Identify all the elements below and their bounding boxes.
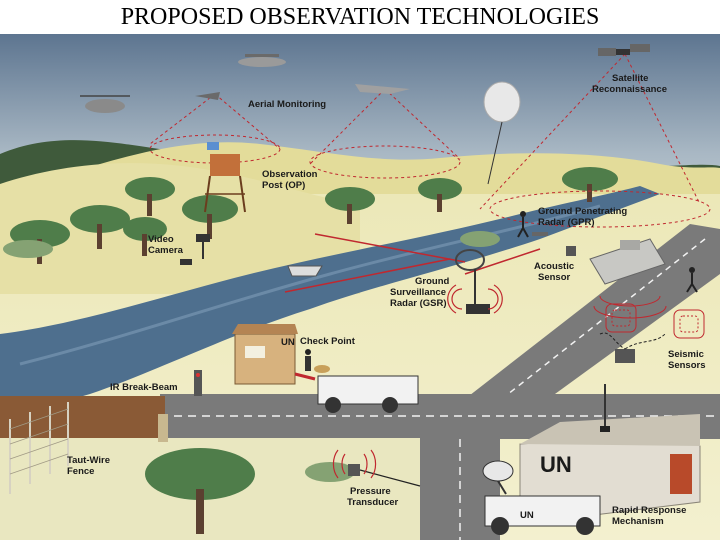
gsr-signal-arcs <box>447 284 503 314</box>
uav-icon <box>195 92 220 100</box>
label-video-camera-1: Video <box>148 234 174 245</box>
label-gsr-2: Surveillance <box>390 287 446 298</box>
diagonal-road-line <box>469 238 706 425</box>
satellite-dish-icon <box>482 460 514 495</box>
label-satellite-1: Satellite <box>612 73 648 84</box>
label-pressure-2: Transducer <box>347 497 399 508</box>
guard-dog-icon <box>314 365 330 373</box>
gpr-operator-icon <box>517 211 548 238</box>
ir-break-beam-icon <box>158 370 202 442</box>
soldier-icon <box>305 349 311 371</box>
un-vehicle-icon <box>484 495 601 535</box>
label-gsr-1: Ground <box>415 276 449 287</box>
boat-icon <box>287 265 323 277</box>
label-gpr-2: Radar (GPR) <box>538 217 594 228</box>
jet-icon <box>355 84 410 94</box>
river-highlight <box>19 204 601 366</box>
pressure-transducer-icon <box>348 464 421 487</box>
near-hill <box>0 163 360 294</box>
tree-group <box>3 167 618 534</box>
helicopter-icon <box>80 95 130 113</box>
label-acoustic-1: Acoustic <box>534 261 574 272</box>
label-pressure-1: Pressure <box>350 486 391 497</box>
label-seismic-2: Sensors <box>668 360 706 371</box>
label-acoustic-2: Sensor <box>538 272 571 283</box>
label-check-point: Check Point <box>300 336 356 347</box>
sensor-link-lines <box>284 233 541 293</box>
label-taut-wire-2: Fence <box>67 466 94 477</box>
label-gpr-1: Ground Penetrating <box>538 206 627 217</box>
satellite-icon <box>598 44 650 56</box>
acoustic-sensor-icon <box>566 246 576 256</box>
observation-scene: UN <box>0 34 720 540</box>
armored-vehicle-icon <box>589 238 666 285</box>
seismic-signal-arcs <box>605 303 705 339</box>
label-aerial-monitoring: Aerial Monitoring <box>248 99 326 110</box>
label-rapid-response-1: Rapid Response <box>612 505 686 516</box>
border-ground <box>0 396 165 438</box>
un-building-label: UN <box>540 452 572 477</box>
video-camera-icon <box>180 234 210 265</box>
ground-surveillance-radar-icon <box>455 249 490 314</box>
seismic-sensor-icons <box>599 332 666 363</box>
label-gsr-3: Radar (GSR) <box>390 298 446 309</box>
label-observation-post-1: Observation <box>262 169 318 180</box>
label-observation-post-2: Post (OP) <box>262 180 305 191</box>
label-satellite-2: Reconnaissance <box>592 84 667 95</box>
surveillance-plane-icon <box>238 54 286 67</box>
label-seismic-1: Seismic <box>668 349 704 360</box>
intruder-figure-icon <box>686 267 698 293</box>
antenna-icon <box>600 384 610 432</box>
label-rapid-response-2: Mechanism <box>612 516 664 527</box>
label-video-camera-2: Camera <box>148 245 184 256</box>
diagonal-road <box>420 224 720 434</box>
label-taut-wire-1: Taut-Wire <box>67 455 110 466</box>
taut-wire-fence-icon <box>9 402 69 494</box>
slide-title: PROPOSED OBSERVATION TECHNOLOGIES <box>120 4 600 30</box>
pressure-signal-arcs <box>332 449 377 479</box>
observation-post-icon <box>204 142 246 213</box>
checkpoint-un-mark: UN <box>281 337 295 348</box>
label-ir-break-beam: IR Break-Beam <box>110 382 178 393</box>
check-point-hut-icon <box>232 324 316 385</box>
un-vehicle-label: UN <box>520 510 534 521</box>
patrol-vehicle-icon <box>317 375 419 413</box>
aerostat-balloon-icon <box>483 81 521 185</box>
